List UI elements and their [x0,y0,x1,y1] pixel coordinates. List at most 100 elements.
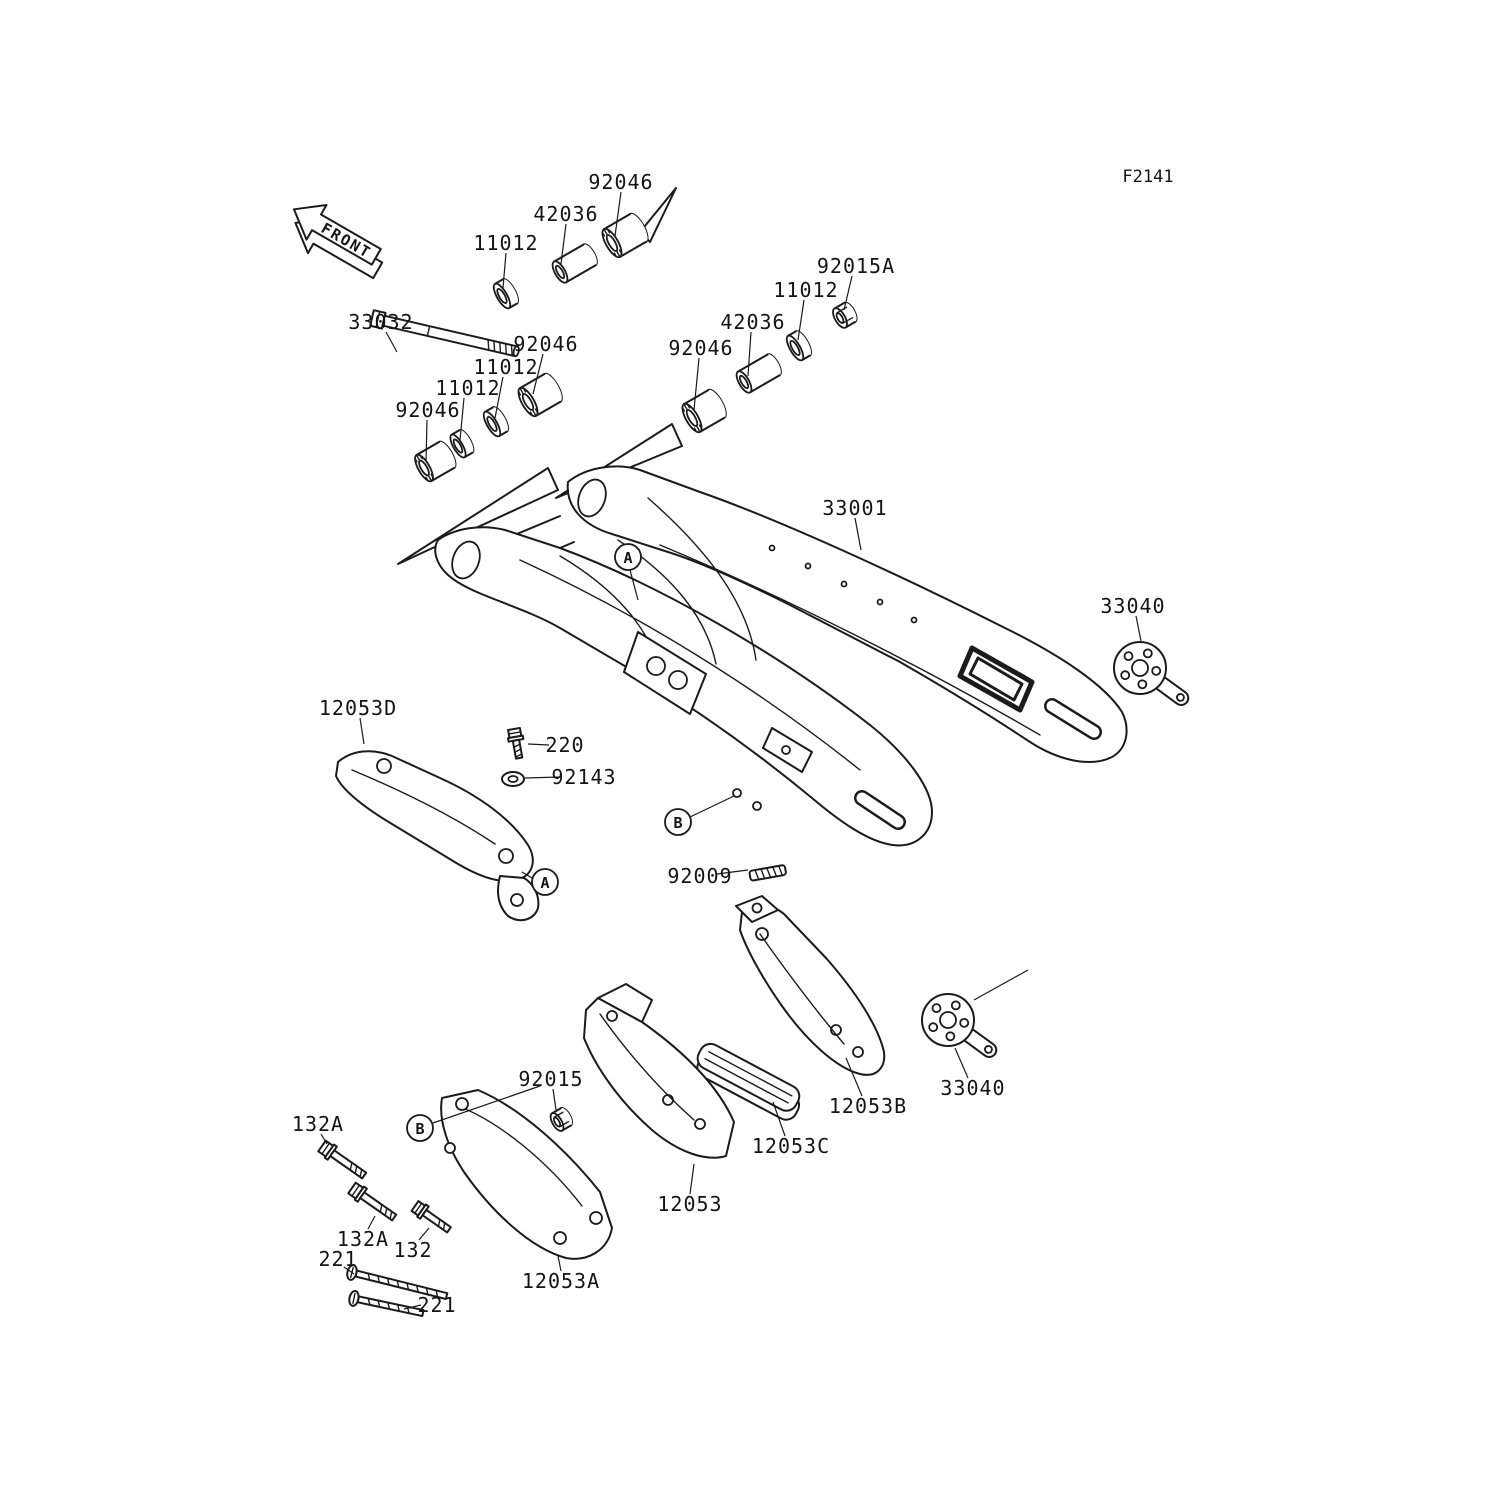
part-92009-stud [748,864,787,882]
part-number-label-132: 132 [393,1238,432,1262]
part-92046-bearing-1 [601,212,649,259]
part-number-label-42036: 42036 [533,202,598,226]
part-220-bolt [507,726,525,760]
part-number-label-220: 220 [545,733,584,757]
part-number-label-92046: 92046 [588,170,653,194]
part-number-label-11012: 11012 [435,376,500,400]
part-221-screw-2 [348,1290,425,1318]
part-number-label-221: 221 [318,1247,357,1271]
callout-leader-B [432,1085,541,1124]
leader-line-42036 [747,331,752,377]
part-132A-bolt-1 [317,1139,368,1180]
part-number-label-132A: 132A [337,1227,389,1251]
leader-line-92015 [552,1088,557,1111]
part-92015A-nut [832,301,858,329]
leader-line-12053D [359,717,365,745]
leader-line-92143 [524,776,561,779]
svg-text:A: A [540,874,549,892]
leader-line-33032 [385,331,398,353]
part-33040-adjuster-1 [1113,641,1190,706]
part-number-label-12053A: 12053A [522,1269,600,1293]
part-number-label-12053: 12053 [657,1192,722,1216]
part-92143-washer [501,771,525,787]
leader-line-33040 [954,1047,969,1079]
part-number-label-221: 221 [417,1293,456,1317]
part-11012-seal-4 [449,429,475,459]
part-number-label-42036: 42036 [720,310,785,334]
part-132-bolt [410,1200,452,1234]
part-number-label-33001: 33001 [822,496,887,520]
leader-line-33001 [854,517,862,551]
chain-guard-bracket [957,645,1035,713]
reference-line [973,969,1029,1001]
part-92046-bearing-2 [681,388,727,434]
part-33001-swingarm [434,465,1128,847]
part-12053D-chain-slipper [335,750,540,922]
part-number-label-92046: 92046 [395,398,460,422]
leader-line-92046 [532,353,544,395]
view-callout-A: A [614,543,642,571]
part-12053B-guide-outer [735,895,886,1076]
leader-line-12053B [845,1057,863,1097]
part-33032-pivot-shaft [369,309,520,358]
leader-line-12053A [557,1255,562,1272]
part-92046-bearing-3 [517,372,563,418]
figure-code: F2141 [1122,167,1173,187]
leader-line-221 [343,1266,355,1275]
leader-line-92015A [843,275,853,311]
view-callout-B: B [664,808,692,836]
part-number-label-11012: 11012 [473,355,538,379]
part-number-label-33040: 33040 [940,1076,1005,1100]
part-number-label-12053B: 12053B [829,1094,907,1118]
part-number-label-11012: 11012 [473,231,538,255]
leader-line-92046 [693,357,700,411]
leader-line-132A [367,1215,376,1230]
part-number-label-92046: 92046 [668,336,733,360]
part-number-label-33040: 33040 [1100,594,1165,618]
leader-line-92009 [716,869,749,875]
view-callouts: A B A B [406,543,692,1142]
svg-text:B: B [673,814,682,832]
part-number-label-92009: 92009 [667,864,732,888]
part-number-label-92015: 92015 [518,1067,583,1091]
callout-leader-A [521,871,533,879]
leader-line-132 [418,1227,430,1241]
part-number-label-12053D: 12053D [319,696,397,720]
part-33040-adjuster-2 [921,993,998,1058]
part-12053-guide-body [583,983,735,1159]
leader-line-12053 [689,1163,695,1195]
part-92015-nut [549,1107,574,1132]
view-callout-A: A [531,868,559,896]
leader-line-92046 [614,191,622,237]
part-132A-bolt-2 [347,1181,398,1222]
leader-line-12053C [772,1101,786,1137]
leader-line-221 [403,1304,422,1310]
callout-leader-B [689,795,735,818]
leader-lines [320,191,1142,1310]
part-number-label-12053C: 12053C [752,1134,830,1158]
part-11012-seal-1 [492,278,520,310]
part-number-label-11012: 11012 [773,278,838,302]
leader-line-42036 [560,223,567,265]
part-42036-collar-1 [551,243,598,284]
part-number-label-92143: 92143 [551,765,616,789]
part-11012-seal-3 [482,406,510,438]
part-number-label-33032: 33032 [348,310,413,334]
leader-line-92046 [425,419,428,463]
callout-leader-A [629,569,639,601]
svg-text:A: A [623,549,632,567]
svg-text:B: B [415,1120,424,1138]
part-12053A-guide-plate [440,1089,613,1260]
part-number-label-132A: 132A [292,1112,344,1136]
leader-line-11012 [459,397,465,441]
part-42036-collar-2 [735,353,782,394]
part-number-label-92046: 92046 [513,332,578,356]
front-arrow-body [293,204,382,266]
part-number-label-92015A: 92015A [817,254,895,278]
leader-line-33040 [1135,615,1142,642]
leader-line-11012 [797,299,805,341]
front-direction-arrow: FRONT [293,204,384,280]
view-callout-B: B [406,1114,434,1142]
